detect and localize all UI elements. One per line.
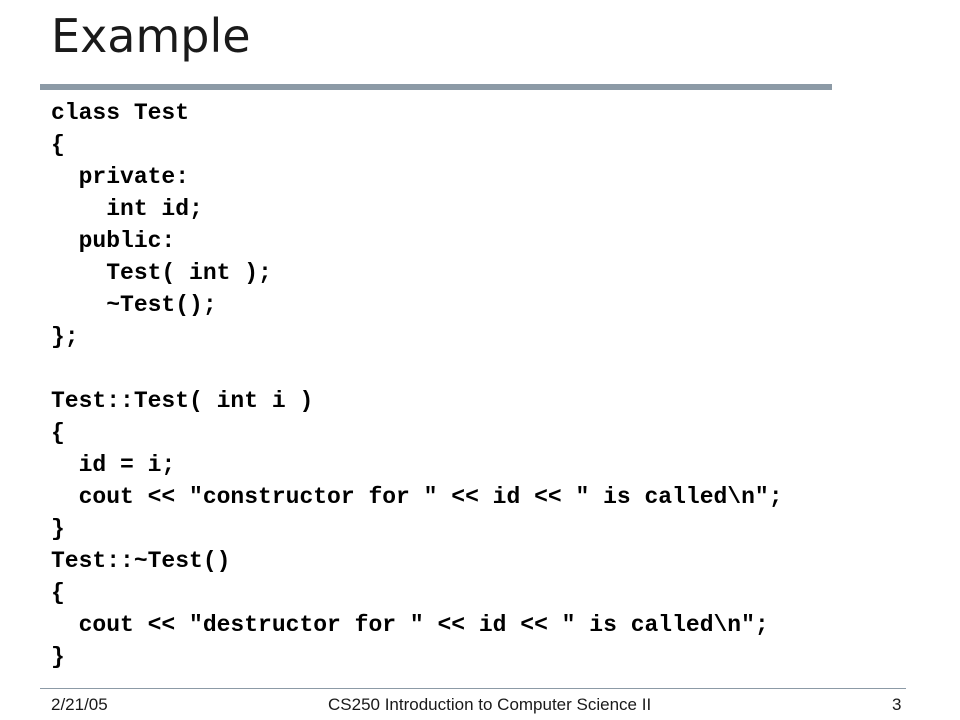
code-line: private:	[51, 164, 190, 190]
code-line: }	[51, 644, 65, 670]
footer-date: 2/21/05	[51, 695, 108, 714]
code-line: Test::Test( int i )	[51, 388, 314, 414]
code-line: };	[51, 324, 79, 350]
footer-divider	[40, 688, 906, 689]
footer-course-title: CS250 Introduction to Computer Science I…	[328, 695, 652, 714]
code-line: {	[51, 580, 65, 606]
code-line: class Test	[51, 100, 190, 126]
code-line: public:	[51, 228, 176, 254]
code-line: int id;	[51, 196, 203, 222]
code-line: id = i;	[51, 452, 176, 478]
code-line: Test( int );	[51, 260, 272, 286]
code-block: class Test { private: int id; public: Te…	[51, 97, 783, 673]
slide-title: Example	[51, 9, 251, 63]
code-line: ~Test();	[51, 292, 217, 318]
code-line: Test::~Test()	[51, 548, 231, 574]
title-divider	[40, 84, 832, 90]
code-line: {	[51, 420, 65, 446]
code-line: }	[51, 516, 65, 542]
code-line: cout << "constructor for " << id << " is…	[51, 484, 783, 510]
footer-page-number: 3	[892, 695, 902, 714]
code-line: cout << "destructor for " << id << " is …	[51, 612, 769, 638]
code-line	[51, 353, 783, 385]
code-line: {	[51, 132, 65, 158]
